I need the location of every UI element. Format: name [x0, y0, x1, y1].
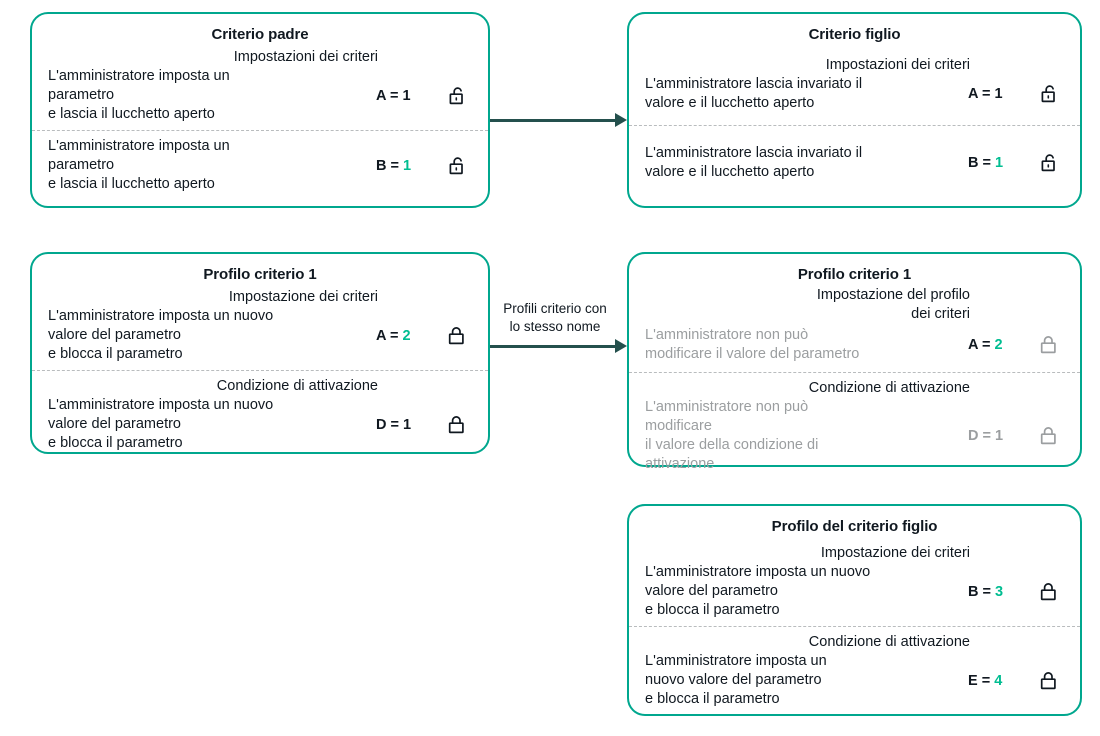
row-value-key: A = — [968, 86, 995, 102]
card-policy-profile-right: Profilo criterio 1 Impostazione del prof… — [627, 252, 1082, 472]
row-header-label: Condizione di attivazione — [808, 380, 970, 396]
table-row: Impostazioni dei criteri L'amministrator… — [32, 48, 488, 130]
card-title: Profilo del criterio figlio — [771, 518, 938, 535]
table-row: Condizione di attivazione L'amministrato… — [32, 370, 488, 459]
arrow-head-icon — [615, 339, 627, 353]
lock-icon — [1032, 334, 1066, 356]
card-rows: Impostazioni dei criteri L'amministrator… — [32, 48, 488, 200]
unlock-icon — [1032, 152, 1066, 174]
row-value-number: 1 — [994, 86, 1003, 102]
lock-icon — [1032, 581, 1066, 603]
table-row: L'amministratore lascia invariato il val… — [629, 125, 1080, 190]
card-rows: Impostazione del profilo dei criteri L'a… — [629, 286, 1080, 480]
row-body: L'amministratore imposta un nuovo valore… — [48, 307, 474, 364]
row-value-key: A = — [968, 337, 995, 353]
row-value: D = 1 — [968, 428, 1032, 444]
table-row: Impostazione dei criteri L'amministrator… — [629, 544, 1080, 626]
card-rows: Impostazione dei criteri L'amministrator… — [629, 544, 1080, 715]
row-header-label: Impostazioni dei criteri — [233, 49, 378, 65]
row-description: L'amministratore imposta un nuovo valore… — [645, 564, 871, 618]
table-row: Impostazione del profilo dei criteri L'a… — [629, 286, 1080, 372]
row-body: L'amministratore non può modificare il v… — [645, 398, 1066, 474]
row-description: L'amministratore imposta un nuovo valore… — [645, 653, 827, 707]
row-value-key: B = — [968, 155, 995, 171]
row-value-key: E = — [968, 672, 995, 689]
row-value: A = 2 — [376, 328, 440, 344]
row-value: A = 1 — [376, 88, 440, 104]
card-title: Profilo criterio 1 — [797, 266, 912, 283]
table-row: Impostazioni dei criteri L'amministrator… — [629, 56, 1080, 125]
table-row: Condizione di attivazione L'amministrato… — [629, 372, 1080, 480]
row-value-key: A = — [376, 327, 403, 344]
row-description: L'amministratore non può modificare il v… — [645, 327, 860, 362]
card-child-policy-profile: Profilo del criterio figlio Impostazione… — [627, 504, 1082, 716]
table-row: Impostazione dei criteri L'amministrator… — [32, 288, 488, 370]
card-policy-profile-left: Profilo criterio 1 Impostazione dei crit… — [30, 252, 490, 454]
arrow-head-icon — [615, 113, 627, 127]
row-value: A = 2 — [968, 337, 1032, 353]
arrow-parent-to-child — [490, 119, 620, 122]
unlock-icon — [440, 155, 474, 177]
row-header-label: Impostazione dei criteri — [820, 545, 970, 561]
row-value-number: 1 — [403, 157, 412, 174]
row-value-number: 2 — [402, 327, 411, 344]
row-body: L'amministratore lascia invariato il val… — [645, 75, 1066, 113]
row-body: L'amministratore imposta un nuovo valore… — [645, 563, 1066, 620]
row-body: L'amministratore imposta un parametro e … — [48, 137, 474, 194]
row-body: L'amministratore imposta un nuovo valore… — [48, 396, 474, 453]
row-header-label: Impostazione del profilo dei criteri — [816, 287, 970, 322]
unlock-icon — [1032, 83, 1066, 105]
row-value-key: D = — [968, 428, 995, 444]
row-header-label: Impostazioni dei criteri — [825, 57, 970, 73]
row-body: L'amministratore non può modificare il v… — [645, 326, 1066, 364]
card-rows: Impostazioni dei criteri L'amministrator… — [629, 56, 1080, 190]
row-value-number: 3 — [995, 583, 1004, 600]
row-value: A = 1 — [968, 86, 1032, 102]
card-rows: Impostazione dei criteri L'amministrator… — [32, 288, 488, 459]
row-value-number: 1 — [995, 155, 1004, 171]
row-description: L'amministratore imposta un nuovo valore… — [48, 308, 274, 362]
row-value-key: B = — [376, 157, 403, 174]
row-value: B = 1 — [968, 155, 1032, 171]
card-title: Profilo criterio 1 — [203, 266, 317, 283]
row-description: L'amministratore lascia invariato il val… — [645, 76, 863, 111]
unlock-icon — [440, 85, 474, 107]
card-title: Criterio figlio — [808, 26, 901, 43]
lock-icon — [440, 414, 474, 436]
row-value-key: A = — [376, 87, 403, 104]
table-row: Condizione di attivazione L'amministrato… — [629, 626, 1080, 715]
row-header-label: Impostazione dei criteri — [228, 289, 378, 305]
row-value: D = 1 — [376, 417, 440, 433]
row-value-number: 1 — [995, 428, 1004, 444]
row-body: L'amministratore imposta un nuovo valore… — [645, 652, 1066, 709]
card-parent-policy: Criterio padre Impostazioni dei criteri … — [30, 12, 490, 208]
arrow-label-same-name-profiles: Profili criterio con lo stesso nome — [503, 301, 607, 334]
lock-icon — [440, 325, 474, 347]
row-description: L'amministratore imposta un parametro e … — [48, 68, 230, 122]
row-value-number: 2 — [994, 337, 1003, 353]
card-title: Criterio padre — [211, 26, 309, 43]
row-description: L'amministratore non può modificare il v… — [645, 399, 819, 472]
card-child-policy: Criterio figlio Impostazioni dei criteri… — [627, 12, 1082, 208]
row-value: B = 1 — [376, 158, 440, 174]
row-body: L'amministratore imposta un parametro e … — [48, 67, 474, 124]
row-header-label: Condizione di attivazione — [216, 378, 378, 394]
row-value: E = 4 — [968, 673, 1032, 689]
row-value-number: 1 — [402, 87, 411, 104]
row-body: L'amministratore lascia invariato il val… — [645, 144, 1066, 182]
row-value-key: D = — [376, 416, 403, 433]
row-value-key: B = — [968, 583, 995, 600]
table-row: L'amministratore imposta un parametro e … — [32, 130, 488, 200]
row-description: L'amministratore imposta un parametro e … — [48, 138, 230, 192]
row-description: L'amministratore lascia invariato il val… — [645, 145, 863, 180]
lock-icon — [1032, 670, 1066, 692]
lock-icon — [1032, 425, 1066, 447]
arrow-profile-to-profile — [490, 345, 620, 348]
row-header-label: Condizione di attivazione — [808, 634, 970, 650]
row-description: L'amministratore imposta un nuovo valore… — [48, 397, 274, 451]
row-value: B = 3 — [968, 584, 1032, 600]
row-value-number: 1 — [403, 416, 412, 433]
row-value-number: 4 — [994, 672, 1003, 689]
